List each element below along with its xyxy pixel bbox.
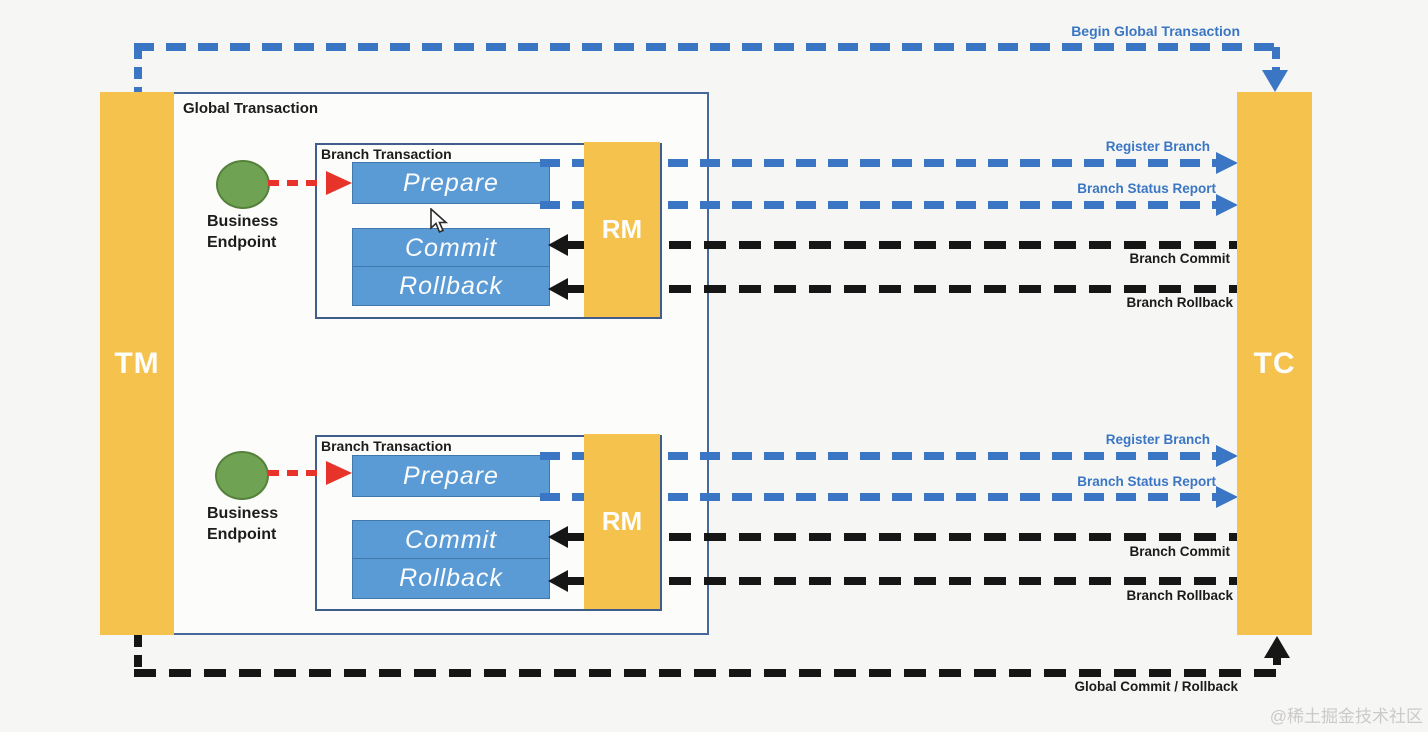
branch-transaction-title-1: Branch Transaction [321, 146, 452, 162]
tm-bar: TM [100, 92, 174, 635]
commit-label-2: Commit [404, 525, 498, 554]
invoke-arrow-line-2 [268, 470, 324, 476]
commit-box-2: Commit [352, 520, 550, 560]
branch-rollback-arrowhead-icon-2 [548, 570, 568, 592]
begin-global-transaction-label: Begin Global Transaction [1071, 23, 1240, 39]
begin-global-line-right-vertical [1272, 47, 1280, 73]
tc-bar: TC [1237, 92, 1312, 635]
business-endpoint-circle-2 [215, 451, 269, 500]
register-branch-label-1: Register Branch [1105, 139, 1210, 154]
business-endpoint-line1: Business [207, 505, 279, 522]
begin-global-arrow-down-icon [1262, 70, 1288, 92]
branch-commit-label-1: Branch Commit [1129, 251, 1230, 266]
mouse-cursor-icon [430, 208, 449, 234]
branch-status-report-line-2 [540, 493, 1218, 501]
begin-global-line-left-vertical [134, 47, 142, 93]
rollback-box-2: Rollback [352, 558, 550, 599]
invoke-arrowhead-icon-2 [326, 461, 352, 485]
rm-label-2: RM [601, 506, 643, 536]
invoke-arrow-line-1 [268, 180, 324, 186]
register-branch-arrowhead-icon-1 [1216, 152, 1238, 174]
global-commit-rollback-label: Global Commit / Rollback [1074, 679, 1238, 694]
branch-status-report-label-2: Branch Status Report [1077, 474, 1216, 489]
branch-rollback-label-1: Branch Rollback [1126, 295, 1233, 310]
branch-status-report-arrowhead-icon-2 [1216, 486, 1238, 508]
tc-label: TC [1253, 346, 1296, 380]
branch-status-report-arrowhead-icon-1 [1216, 194, 1238, 216]
branch-rollback-line-2 [564, 577, 1237, 585]
branch-commit-arrowhead-icon-2 [548, 526, 568, 548]
business-endpoint-circle-1 [216, 160, 270, 209]
branch-status-report-label-1: Branch Status Report [1077, 181, 1216, 196]
branch-commit-arrowhead-icon-1 [548, 234, 568, 256]
commit-label-1: Commit [404, 233, 498, 262]
global-commit-line-right-vertical [1273, 653, 1281, 673]
branch-commit-label-2: Branch Commit [1129, 544, 1230, 559]
tm-label: TM [114, 346, 160, 380]
global-commit-arrow-up-icon [1264, 636, 1290, 658]
prepare-box-2: Prepare [352, 455, 550, 497]
global-commit-line-horizontal [134, 669, 1281, 677]
rm-box-2: RM [584, 434, 660, 609]
branch-status-report-line-1 [540, 201, 1218, 209]
business-endpoint-label-1: Business Endpoint [207, 211, 278, 253]
rm-box-1: RM [584, 142, 660, 317]
register-branch-label-2: Register Branch [1105, 432, 1210, 447]
register-branch-line-2 [540, 452, 1218, 460]
watermark-text: @稀土掘金技术社区 [1269, 707, 1423, 726]
branch-transaction-title-2: Branch Transaction [321, 438, 452, 454]
business-endpoint-line1: Business [207, 213, 279, 230]
register-branch-arrowhead-icon-2 [1216, 445, 1238, 467]
rollback-label-1: Rollback [399, 271, 503, 300]
global-commit-line-left-vertical [134, 635, 142, 677]
commit-box-1: Commit [352, 228, 550, 268]
rm-label-1: RM [601, 214, 643, 244]
branch-commit-line-1 [564, 241, 1237, 249]
prepare-label-2: Prepare [403, 461, 499, 490]
business-endpoint-line2: Endpoint [207, 234, 277, 251]
branch-commit-line-2 [564, 533, 1237, 541]
rollback-label-2: Rollback [399, 564, 503, 592]
begin-global-line-horizontal [134, 43, 1280, 51]
branch-rollback-arrowhead-icon-1 [548, 278, 568, 300]
invoke-arrowhead-icon-1 [326, 171, 352, 195]
business-endpoint-label-2: Business Endpoint [207, 503, 278, 545]
prepare-box-1: Prepare [352, 162, 550, 204]
global-transaction-title: Global Transaction [183, 100, 319, 117]
business-endpoint-line2: Endpoint [207, 526, 277, 543]
branch-rollback-label-2: Branch Rollback [1126, 588, 1233, 603]
branch-rollback-line-1 [564, 285, 1237, 293]
rollback-box-1: Rollback [352, 266, 550, 306]
register-branch-line-1 [540, 159, 1218, 167]
prepare-label-1: Prepare [403, 168, 499, 197]
